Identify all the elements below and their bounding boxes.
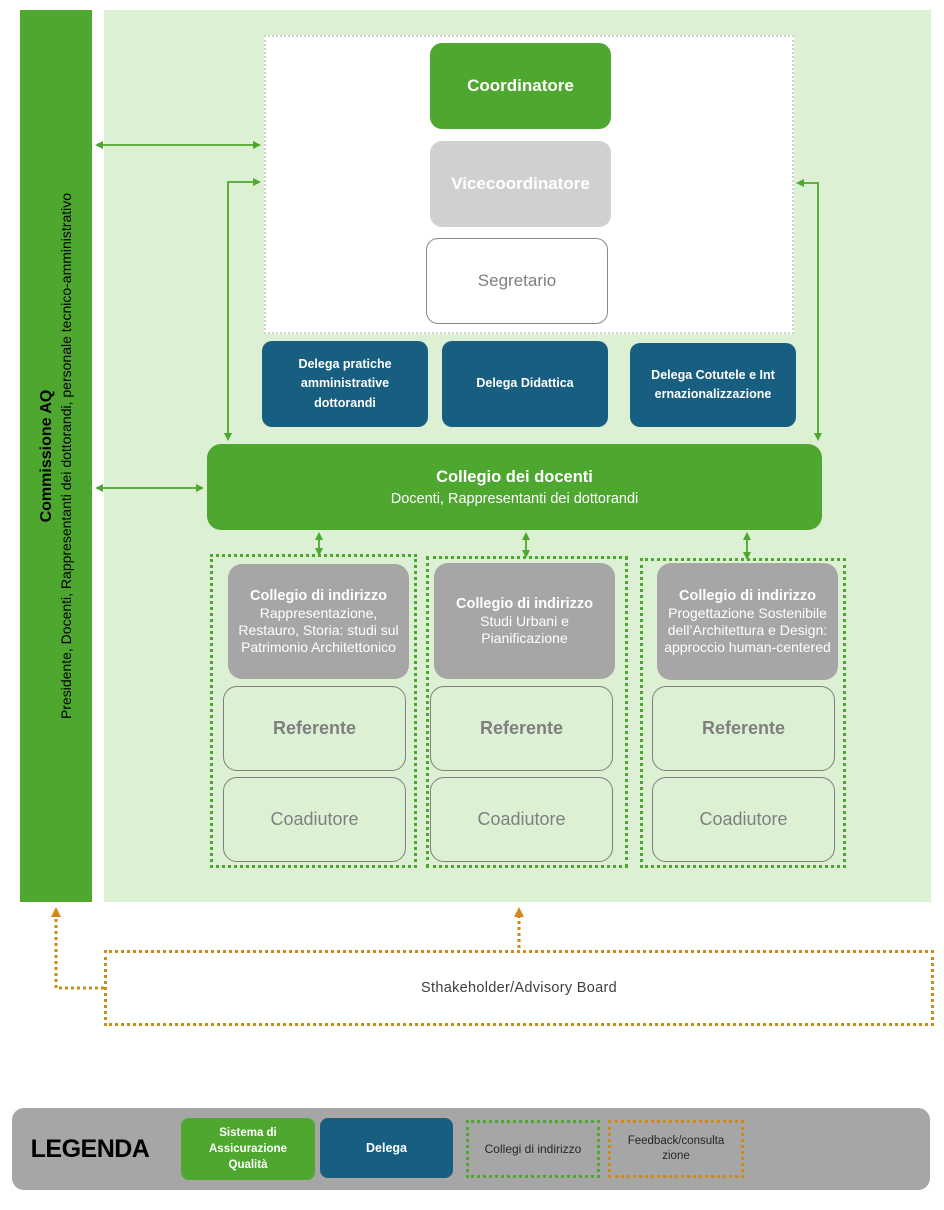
arrow-stakeholder-commissione: [51, 907, 104, 990]
collegio-docenti-box: Collegio dei docenti Docenti, Rappresent…: [207, 444, 822, 530]
indirizzo-desc: Progettazione Sostenibile dell’Architett…: [664, 605, 831, 655]
indirizzo-header-2: Collegio di indirizzo Studi Urbani e Pia…: [434, 563, 615, 679]
commissione-aq-subtitle: Presidente, Docenti, Rappresentanti dei …: [58, 192, 75, 720]
stakeholder-label: Sthakeholder/Advisory Board: [421, 980, 617, 996]
legenda-item-feedback: Feedback/consultazione: [608, 1120, 744, 1178]
commissione-aq-bar: [20, 10, 92, 902]
vicecoordinatore-box: Vicecoordinatore: [430, 141, 611, 227]
legenda-item-label: Feedback/consultazione: [627, 1135, 725, 1162]
coadiutore-box-1: Coadiutore: [223, 777, 406, 862]
indirizzo-title: Collegio di indirizzo: [456, 595, 593, 612]
indirizzo-title: Collegio di indirizzo: [679, 587, 816, 604]
delega-box-amministrative: Delega pratiche amministrative dottorand…: [262, 341, 428, 427]
segretario-label: Segretario: [477, 271, 557, 290]
indirizzo-header-1: Collegio di indirizzo Rappresentazione, …: [228, 564, 409, 679]
legenda-item-collegi: Collegi di indirizzo: [466, 1120, 600, 1178]
referente-box-2: Referente: [430, 686, 613, 771]
coadiutore-label: Coadiutore: [699, 809, 788, 829]
coadiutore-label: Coadiutore: [477, 809, 566, 829]
legenda-title-text: LEGENDA: [30, 1134, 150, 1163]
coadiutore-box-3: Coadiutore: [652, 777, 835, 862]
referente-label: Referente: [701, 718, 786, 738]
indirizzo-title: Collegio di indirizzo: [250, 587, 387, 604]
legenda-item-delega: Delega: [320, 1118, 453, 1178]
commissione-aq-label: Commissione AQ Presidente, Docenti, Rapp…: [20, 10, 92, 902]
vicecoordinatore-label: Vicecoordinatore: [451, 174, 590, 193]
delega-box-cotutele: Delega Cotutele e Internazionalizzazione: [630, 343, 796, 427]
indirizzo-group-1: [210, 554, 417, 868]
coadiutore-box-2: Coadiutore: [430, 777, 613, 862]
indirizzo-desc: Rappresentazione, Restauro, Storia: stud…: [238, 605, 399, 655]
delega-label: Delega pratiche amministrative dottorand…: [298, 356, 392, 410]
coordinatore-box: Coordinatore: [430, 43, 611, 129]
coordinatore-label: Coordinatore: [467, 76, 574, 95]
coadiutore-label: Coadiutore: [270, 809, 359, 829]
delega-box-didattica: Delega Didattica: [442, 341, 608, 427]
delega-label: Delega Cotutele e Internazionalizzazione: [651, 367, 775, 401]
collegio-docenti-subtitle: Docenti, Rappresentanti dei dottorandi: [390, 490, 639, 507]
referente-box-1: Referente: [223, 686, 406, 771]
delega-label: Delega Didattica: [476, 376, 574, 391]
commissione-aq-title: Commissione AQ: [37, 389, 55, 523]
referente-box-3: Referente: [652, 686, 835, 771]
referente-label: Referente: [479, 718, 564, 738]
segretario-box: Segretario: [426, 238, 608, 324]
legenda-item-aq: Sistema di Assicurazione Qualità: [181, 1118, 315, 1180]
referente-label: Referente: [272, 718, 357, 738]
legenda-item-label: Collegi di indirizzo: [484, 1142, 582, 1156]
legenda-item-label: Delega: [366, 1141, 407, 1155]
stakeholder-box: Sthakeholder/Advisory Board: [104, 950, 934, 1026]
legenda-title: LEGENDA: [20, 1125, 160, 1173]
collegio-docenti-title: Collegio dei docenti: [436, 467, 593, 486]
indirizzo-header-3: Collegio di indirizzo Progettazione Sost…: [657, 563, 838, 680]
indirizzo-desc: Studi Urbani e Pianificazione: [480, 612, 569, 646]
legenda-item-label: Sistema di Assicurazione Qualità: [209, 1126, 287, 1172]
